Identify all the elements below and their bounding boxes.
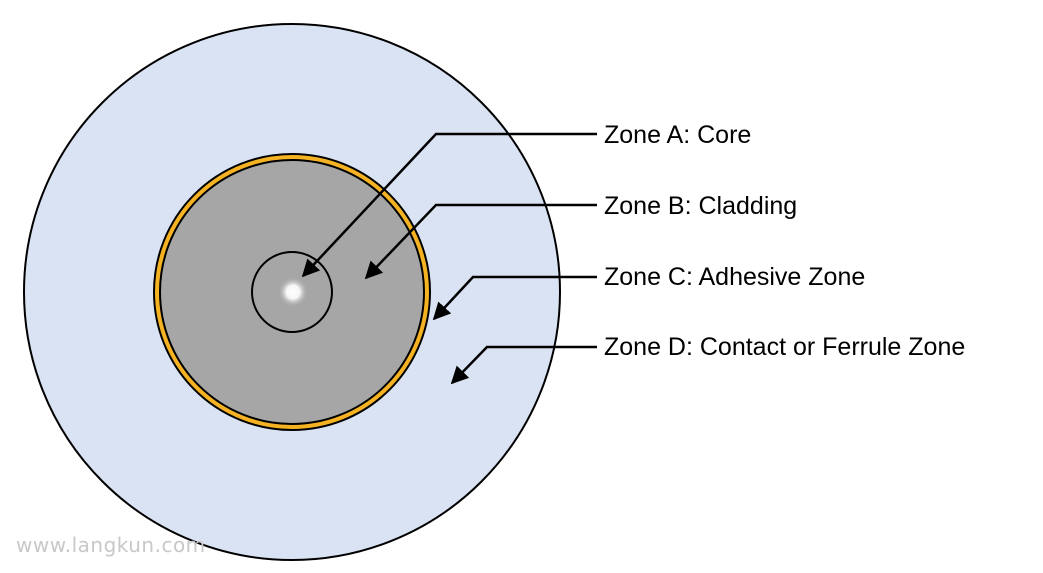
zone-d-leader-arrow — [450, 345, 597, 385]
zone-b-leader-arrow — [364, 203, 597, 280]
core-zone-circle — [251, 251, 333, 333]
zone-c-label: Zone C: Adhesive Zone — [604, 263, 865, 291]
zone-d-label: Zone D: Contact or Ferrule Zone — [604, 333, 965, 361]
watermark-text: www.langkun.com — [16, 533, 206, 557]
zone-b-label: Zone B: Cladding — [604, 192, 797, 220]
core-glow — [278, 277, 308, 307]
zone-c-leader-arrow — [432, 275, 597, 321]
zone-a-leader-arrow — [301, 132, 597, 278]
zone-a-label: Zone A: Core — [604, 121, 751, 149]
